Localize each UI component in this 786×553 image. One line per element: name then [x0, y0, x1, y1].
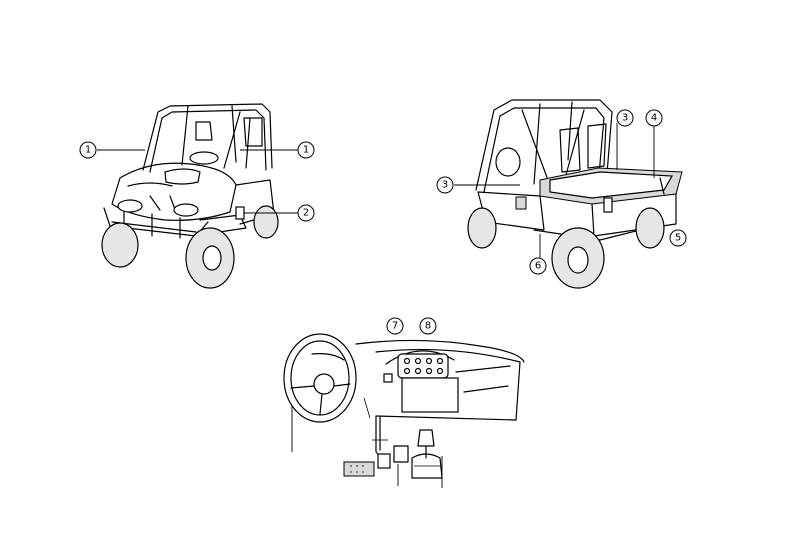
callout-7: 7 [386, 317, 404, 335]
svg-text:1: 1 [303, 145, 309, 156]
indicator-lights [403, 357, 444, 375]
svg-text:8: 8 [425, 321, 431, 332]
svg-text:4: 4 [651, 113, 657, 124]
callout-4: 4 [645, 109, 663, 127]
callout-leaders [97, 123, 655, 258]
callout-8: 8 [419, 317, 437, 335]
svg-text:5: 5 [675, 233, 681, 244]
rear-view-vehicle [467, 99, 683, 289]
callout-1-right: 1 [297, 141, 315, 159]
callout-1-left: 1 [79, 141, 97, 159]
svg-text:6: 6 [535, 261, 541, 272]
svg-text:7: 7 [392, 321, 398, 332]
callout-3-top: 3 [616, 109, 634, 127]
callout-6: 6 [529, 257, 547, 275]
callout-5: 5 [669, 229, 687, 247]
svg-text:3: 3 [622, 113, 628, 124]
svg-text:1: 1 [85, 145, 91, 156]
svg-text:3: 3 [442, 180, 448, 191]
front-view-vehicle [101, 103, 279, 289]
dashboard-view [283, 333, 525, 488]
callout-2: 2 [297, 204, 315, 222]
callout-3-side: 3 [436, 176, 454, 194]
svg-text:2: 2 [303, 208, 309, 219]
